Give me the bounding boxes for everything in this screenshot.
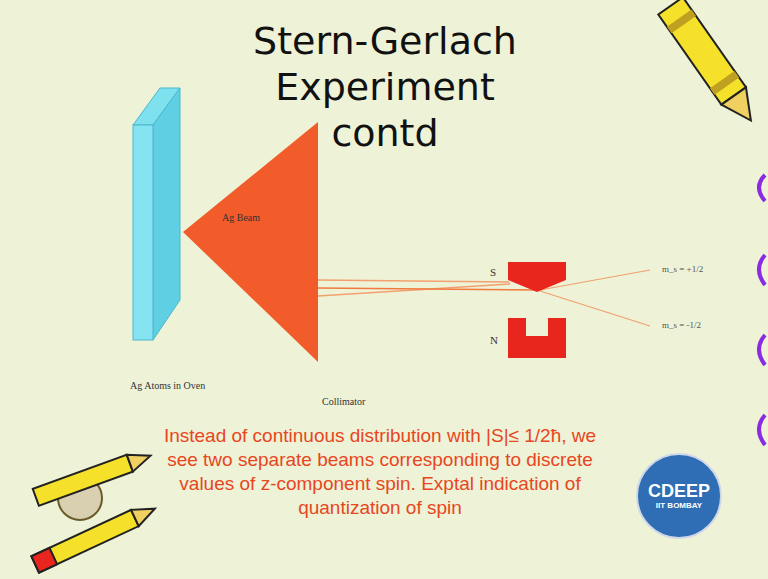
- slide-caption: Instead of continuous distribution with …: [160, 424, 600, 520]
- spin-state-label: m_s = +1/2: [662, 264, 703, 274]
- oven-label: Ag Atoms in Oven: [130, 380, 205, 391]
- beam-label: Ag Beam: [222, 212, 260, 223]
- collimator-label: Collimator: [322, 396, 365, 407]
- slide-title: Stern-Gerlach Experiment contd: [235, 18, 535, 156]
- pole-label: S: [490, 266, 496, 278]
- spin-state-label: m_s = -1/2: [662, 320, 701, 330]
- logo-subtitle: IIT BOMBAY: [656, 502, 702, 511]
- logo-circle: CDEEPIIT BOMBAY: [636, 453, 722, 539]
- pole-label: N: [490, 334, 498, 346]
- logo-title: CDEEP: [648, 482, 710, 502]
